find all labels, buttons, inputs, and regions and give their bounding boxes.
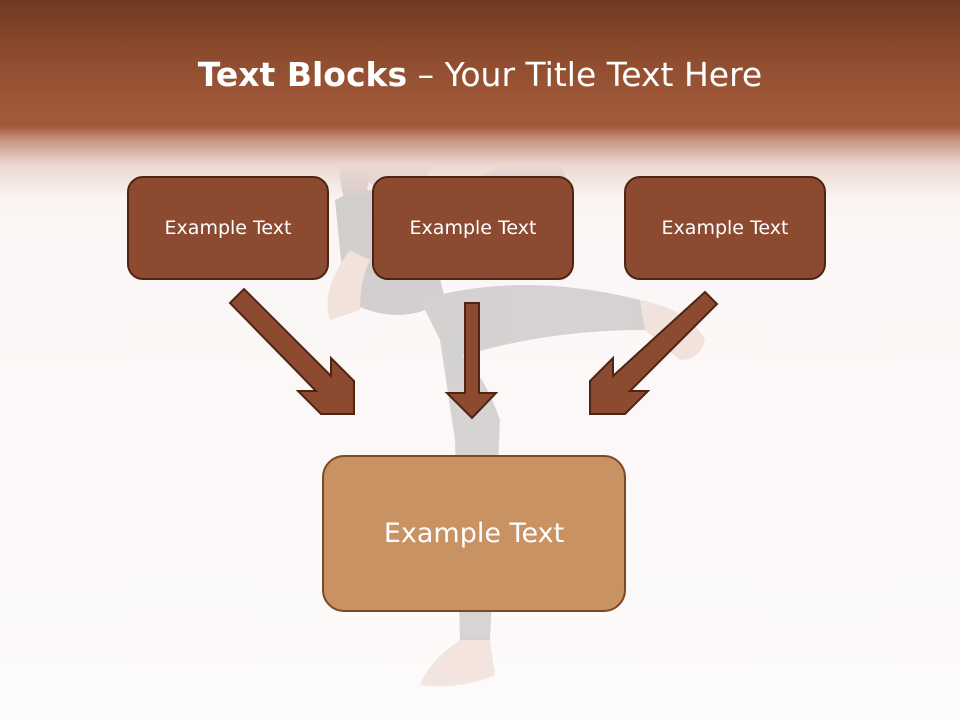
arrow-left-icon — [228, 287, 355, 415]
text-block-1[interactable]: Example Text — [127, 176, 329, 280]
title-bold-part: Text Blocks — [197, 55, 408, 94]
main-text-block[interactable]: Example Text — [322, 455, 626, 612]
text-block-1-label: Example Text — [164, 217, 292, 239]
slide-title: Text Blocks – Your Title Text Here — [0, 52, 960, 98]
arrow-right-icon — [589, 290, 719, 415]
text-block-3-label: Example Text — [661, 217, 789, 239]
main-text-block-label: Example Text — [383, 518, 565, 549]
text-block-2-label: Example Text — [409, 217, 537, 239]
header-band — [0, 0, 960, 200]
title-rest-part: – Your Title Text Here — [407, 55, 763, 94]
arrow-center-icon — [444, 302, 499, 420]
text-block-2[interactable]: Example Text — [372, 176, 574, 280]
text-block-3[interactable]: Example Text — [624, 176, 826, 280]
